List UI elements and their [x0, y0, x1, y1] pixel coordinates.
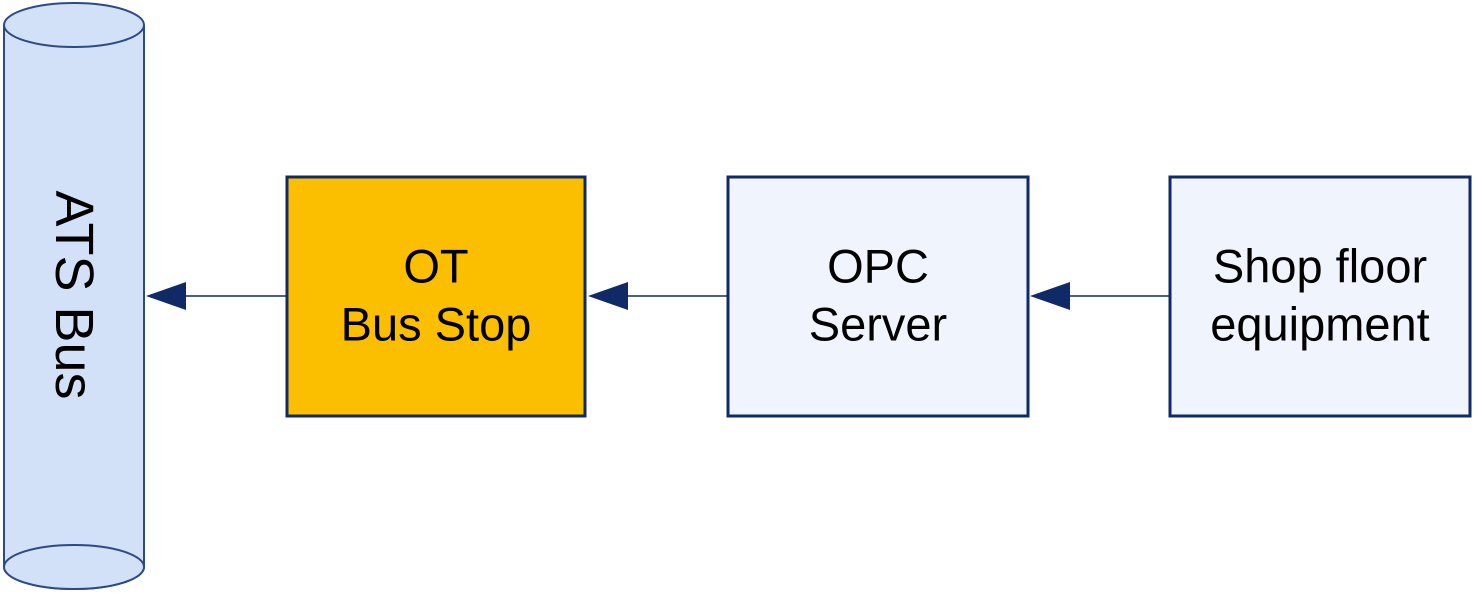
ats-bus-bottom-cap	[3, 544, 145, 590]
arrowhead-icon	[146, 282, 186, 310]
node-ot-bus-stop: OT Bus Stop	[285, 175, 587, 418]
node-ot-bus-stop-line-2: Bus Stop	[341, 298, 532, 351]
ats-bus-cylinder: ATS Bus	[3, 2, 145, 590]
arrowhead-icon	[1030, 282, 1070, 310]
node-ot-bus-stop-line-1: OT	[403, 240, 468, 293]
connector-shopfloor-to-opc	[1030, 282, 1170, 310]
node-shop-floor-equipment: Shop floor equipment	[1168, 175, 1472, 418]
node-shop-floor-line-2: equipment	[1210, 298, 1430, 351]
ats-bus-top-cap	[3, 2, 145, 48]
node-opc-server: OPC Server	[726, 175, 1030, 418]
node-opc-server-line-1: OPC	[827, 240, 929, 293]
connector-opc-to-ot	[588, 282, 728, 310]
ats-bus-label: ATS Bus	[44, 190, 104, 399]
connector-ot-to-bus	[146, 282, 287, 310]
arrowhead-icon	[588, 282, 628, 310]
node-shop-floor-line-1: Shop floor	[1213, 240, 1427, 293]
node-opc-server-line-2: Server	[809, 298, 947, 351]
